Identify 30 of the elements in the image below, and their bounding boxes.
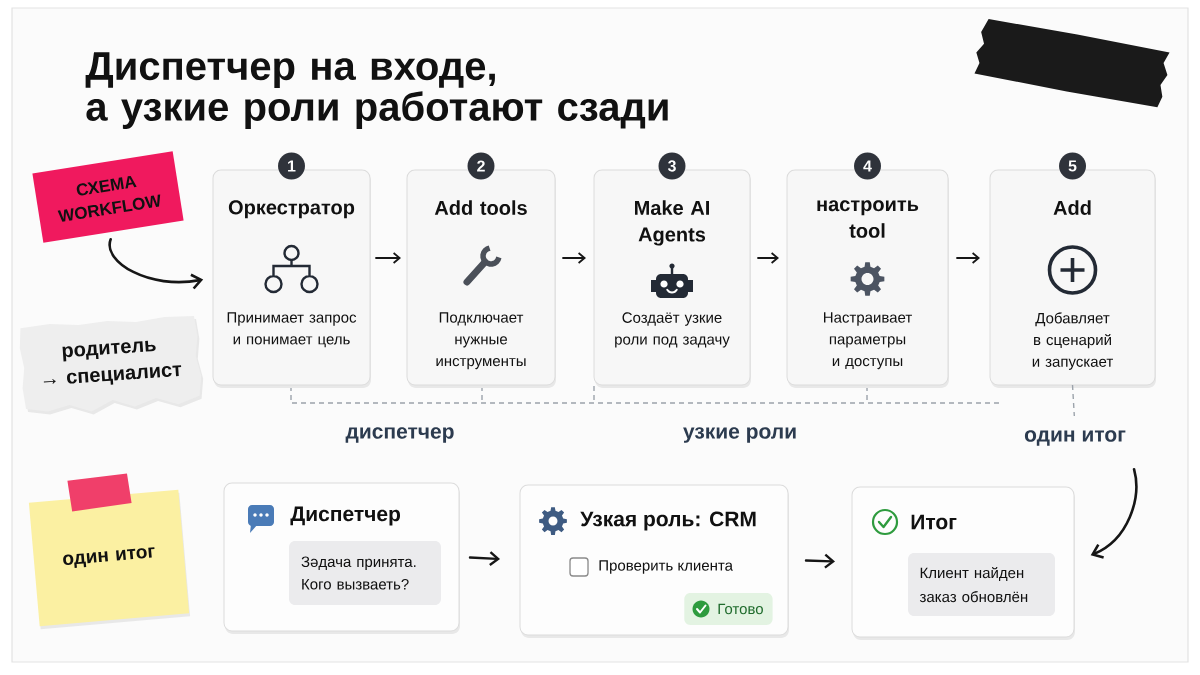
step-description: Принимает запрос и понимает цель (227, 312, 357, 348)
number-badge: 1 (278, 152, 305, 180)
tape-label: СХЕМА WORKFLOW (32, 151, 184, 243)
sticky-note: один итог (28, 489, 191, 630)
step-title: Make AI Agents (635, 200, 709, 246)
task-label: Проверить клиента (599, 560, 733, 574)
step-title: Add tools (434, 200, 527, 215)
number-badge: 4 (854, 152, 881, 180)
step-description: Настраивает параметры и доступы (824, 312, 912, 370)
step-title: настроить tool (817, 200, 919, 238)
step-description: Добавляет в сценарий и запускает (1032, 312, 1113, 370)
card-title: Узкая роль: CRM (580, 511, 756, 531)
number-badge: 5 (1059, 152, 1086, 180)
torn-paper-note: родитель → специалист (19, 316, 204, 415)
group-label: узкие роли (683, 427, 796, 443)
number-badge: 2 (467, 152, 495, 180)
step-title: Оркестратор (228, 200, 355, 219)
message-bubble: Зәдача принята. Кого вызваеть? (289, 541, 441, 605)
card-title: Итог (911, 514, 957, 530)
message-bubble: Клиент найден заказ обновлён (908, 553, 1055, 616)
step-description: Создаёт узкие роли под задачу (615, 312, 730, 348)
step-description: Подключает нужные инструменты (436, 312, 526, 370)
number-badge: 3 (658, 152, 686, 180)
group-label: диспетчер (345, 427, 454, 443)
title: Диспетчер на входе, а узкие роли работают сзади (85, 52, 668, 129)
card-title: Диспетчер (290, 506, 401, 526)
group-label: один итог (1024, 430, 1126, 446)
step-title: Add (1053, 200, 1091, 215)
tape (974, 19, 1170, 108)
status-badge: Готово (684, 593, 773, 625)
